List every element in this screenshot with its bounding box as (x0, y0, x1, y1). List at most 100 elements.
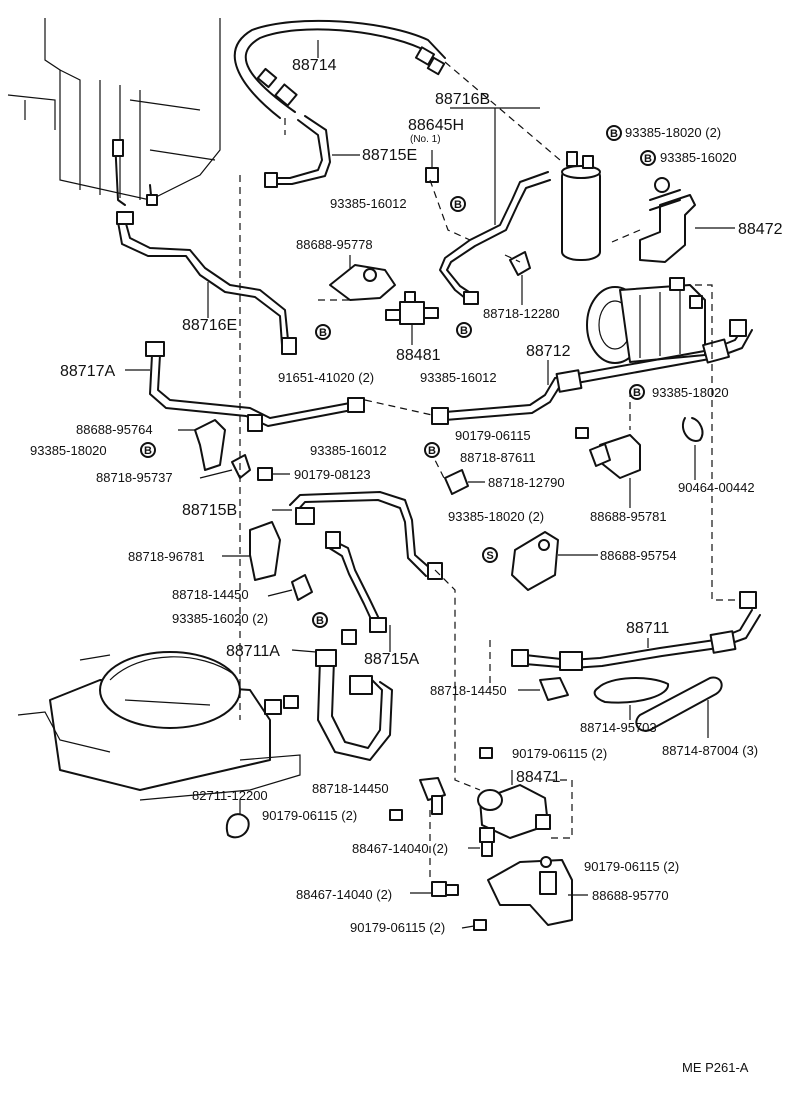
svg-text:B: B (316, 615, 324, 627)
clamp-88718-12280 (509, 251, 531, 305)
callout-88716E: 88716E (182, 317, 237, 334)
svg-text:B: B (428, 445, 436, 457)
bracket-88688-95764 (178, 419, 226, 471)
svg-text:B: B (644, 153, 652, 165)
callout-93385-16012-a: 93385-16012 (330, 196, 407, 211)
callout-88718-87611: 88718-87611 (460, 450, 536, 465)
callout-93385-16020-2: 93385-16020 (2) (172, 611, 268, 626)
marker-b: B (424, 442, 440, 458)
hose-88714-87004 (635, 676, 723, 738)
pipe-88717A (125, 341, 365, 432)
callout-88718-12280: 88718-12280 (483, 306, 560, 321)
marker-b: B (640, 150, 656, 166)
hose-88714-95703 (593, 677, 669, 720)
callout-91651-41020: 91651-41020 (2) (278, 370, 374, 385)
clamp-88718-12790 (444, 469, 485, 495)
callout-90179-06115-2-c: 90179-06115 (2) (584, 859, 679, 874)
hose-88712 (431, 319, 753, 425)
hose-88711A (291, 629, 393, 761)
marker-b: B (140, 442, 156, 458)
callout-90179-06115-2-d: 90179-06115 (2) (350, 920, 445, 935)
callout-88715B: 88715B (182, 502, 237, 519)
bushing-88467-14040-a (468, 827, 495, 857)
svg-text:B: B (610, 128, 618, 140)
compressor (586, 277, 706, 364)
marker-b: B (315, 324, 331, 340)
expansion-valve-88481 (385, 291, 439, 345)
marker-b: B (456, 322, 472, 338)
clamp-90464-00442 (681, 417, 704, 480)
callout-88481: 88481 (396, 347, 441, 364)
callout-88718-14450-a: 88718-14450 (172, 587, 249, 602)
callout-90179-06115-2-a: 90179-06115 (2) (512, 746, 607, 761)
nut-90179-06115-a (479, 747, 493, 759)
marker-b: B (450, 196, 466, 212)
callout-88718-14450-b: 88718-14450 (430, 683, 507, 698)
pipe-88716B (439, 107, 551, 305)
callout-93385-18020-2-top: 93385-18020 (2) (625, 125, 721, 140)
callout-88718-12790: 88718-12790 (488, 475, 565, 490)
nut-90179-06115 (575, 427, 589, 439)
callout-88712: 88712 (526, 343, 571, 360)
callout-88714: 88714 (292, 57, 337, 74)
bracket-88688-95770 (487, 856, 588, 926)
callout-88715E: 88715E (362, 147, 417, 164)
clamp-88718-14450-a (267, 574, 313, 601)
marker-s: S (482, 547, 498, 563)
callout-88688-95764: 88688-95764 (76, 422, 153, 437)
callout-90179-06115-a: 90179-06115 (455, 428, 531, 443)
callout-88688-95754: 88688-95754 (600, 548, 677, 563)
marker-b: B (629, 384, 645, 400)
nut-90179-08123 (257, 467, 290, 481)
part-callouts: 88714 88716B 88645H (No. 1) 88715E 93385… (30, 57, 783, 935)
connection-lines (239, 61, 740, 880)
callout-88467-14040-a: 88467-14040 (2) (352, 841, 448, 856)
bushing-88467-14040-b (410, 881, 459, 897)
callout-93385-16020-top: 93385-16020 (660, 150, 737, 165)
pipe-88715B (272, 491, 443, 580)
callout-88688-95770: 88688-95770 (592, 888, 669, 903)
callout-88471: 88471 (516, 769, 561, 786)
svg-text:S: S (486, 550, 493, 562)
callout-88711A: 88711A (226, 643, 280, 660)
hose-88714 (233, 19, 446, 119)
nut-90179-06115-c (461, 919, 487, 931)
pipe-88716E (116, 211, 297, 355)
svg-text:B: B (319, 327, 327, 339)
svg-text:B: B (460, 325, 468, 337)
callout-88645H-sub: (No. 1) (410, 134, 441, 145)
bracket-88688-95754 (511, 531, 598, 591)
callout-93385-18020-2-mid: 93385-18020 (2) (448, 509, 544, 524)
callout-88718-14450-c: 88718-14450 (312, 781, 389, 796)
callout-90179-06115-2-b: 90179-06115 (2) (262, 808, 357, 823)
callout-88467-14040-b: 88467-14040 (2) (296, 887, 392, 902)
clamp-88718-14450-c (419, 777, 446, 815)
clamp-88718-14450-b (518, 677, 569, 701)
callout-88472: 88472 (738, 221, 783, 238)
hose-88711 (511, 591, 761, 671)
evaporator-unit (7, 18, 221, 206)
callout-88714-87004: 88714-87004 (3) (662, 743, 758, 758)
callout-88688-95778: 88688-95778 (296, 237, 373, 252)
callout-88717A: 88717A (60, 363, 115, 380)
pressure-switch-88645H (425, 150, 439, 183)
nut-90179-06115-b (389, 809, 403, 821)
svg-text:B: B (144, 445, 152, 457)
clamp-88718-87611 (589, 443, 611, 467)
diagram-code: ME P261-A (682, 1060, 749, 1075)
callout-88714-95703: 88714-95703 (580, 720, 657, 735)
blower-unit (17, 651, 301, 801)
callout-88718-95737: 88718-95737 (96, 470, 173, 485)
clamp-88718-95737 (199, 454, 251, 479)
callout-93385-18020-left: 93385-18020 (30, 443, 107, 458)
pipe-88715A (325, 531, 391, 652)
callout-93385-16012-b: 93385-16012 (420, 370, 497, 385)
callout-88715A: 88715A (364, 651, 419, 668)
bracket-88688-95781 (599, 434, 641, 508)
callout-88716B: 88716B (435, 91, 490, 108)
callout-88711: 88711 (626, 620, 669, 637)
svg-text:B: B (633, 387, 641, 399)
callout-88688-95781: 88688-95781 (590, 509, 667, 524)
callout-93385-16012-c: 93385-16012 (310, 443, 387, 458)
